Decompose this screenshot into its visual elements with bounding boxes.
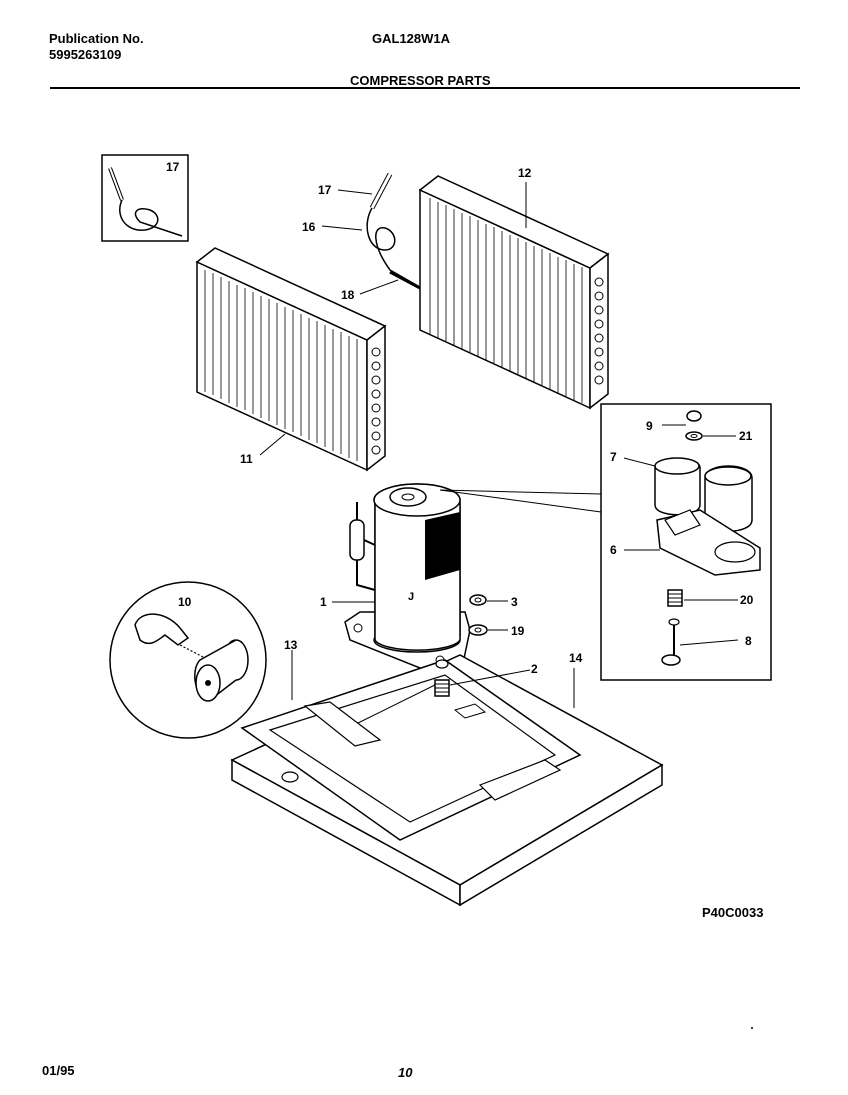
detail-box: [439, 403, 772, 681]
footer-date: 01/95: [42, 1063, 75, 1078]
callout-8: 8: [745, 634, 752, 648]
svg-text:J: J: [408, 591, 414, 603]
callout-17: 17: [318, 183, 332, 197]
publication-number: 5995263109: [49, 47, 122, 62]
callout-2: 2: [531, 662, 538, 676]
diagram-code: P40C0033: [702, 905, 764, 920]
drain-tray: [240, 659, 582, 841]
callout-12: 12: [518, 166, 532, 180]
callout-7: 7: [610, 450, 617, 464]
callout-20: 20: [740, 593, 754, 607]
section-title: COMPRESSOR PARTS: [350, 73, 491, 88]
callout-21: 21: [739, 429, 753, 443]
callout-13: 13: [284, 638, 298, 652]
callout-1: 1: [320, 595, 327, 609]
model-number: GAL128W1A: [372, 31, 451, 46]
publication-label: Publication No.: [49, 31, 144, 46]
inset-circle-part: [109, 581, 267, 739]
footer-page: 10: [398, 1065, 413, 1080]
compressor: J: [344, 483, 471, 677]
callout-19: 19: [511, 624, 525, 638]
callout-10: 10: [178, 595, 192, 609]
callout-18: 18: [341, 288, 355, 302]
condenser-coil: [195, 247, 387, 472]
callout-6: 6: [610, 543, 617, 557]
callout-9: 9: [646, 419, 653, 433]
mounting-hardware: [434, 594, 488, 697]
evaporator-coil: [418, 175, 610, 410]
leader-lines: [259, 182, 739, 708]
capillary-assembly: [366, 172, 421, 290]
callout-3: 3: [511, 595, 518, 609]
inset-capillary: [101, 154, 189, 242]
callout-16: 16: [302, 220, 316, 234]
callout-17-inset: 17: [166, 160, 180, 174]
callout-14: 14: [569, 651, 583, 665]
callout-11: 11: [240, 452, 253, 466]
